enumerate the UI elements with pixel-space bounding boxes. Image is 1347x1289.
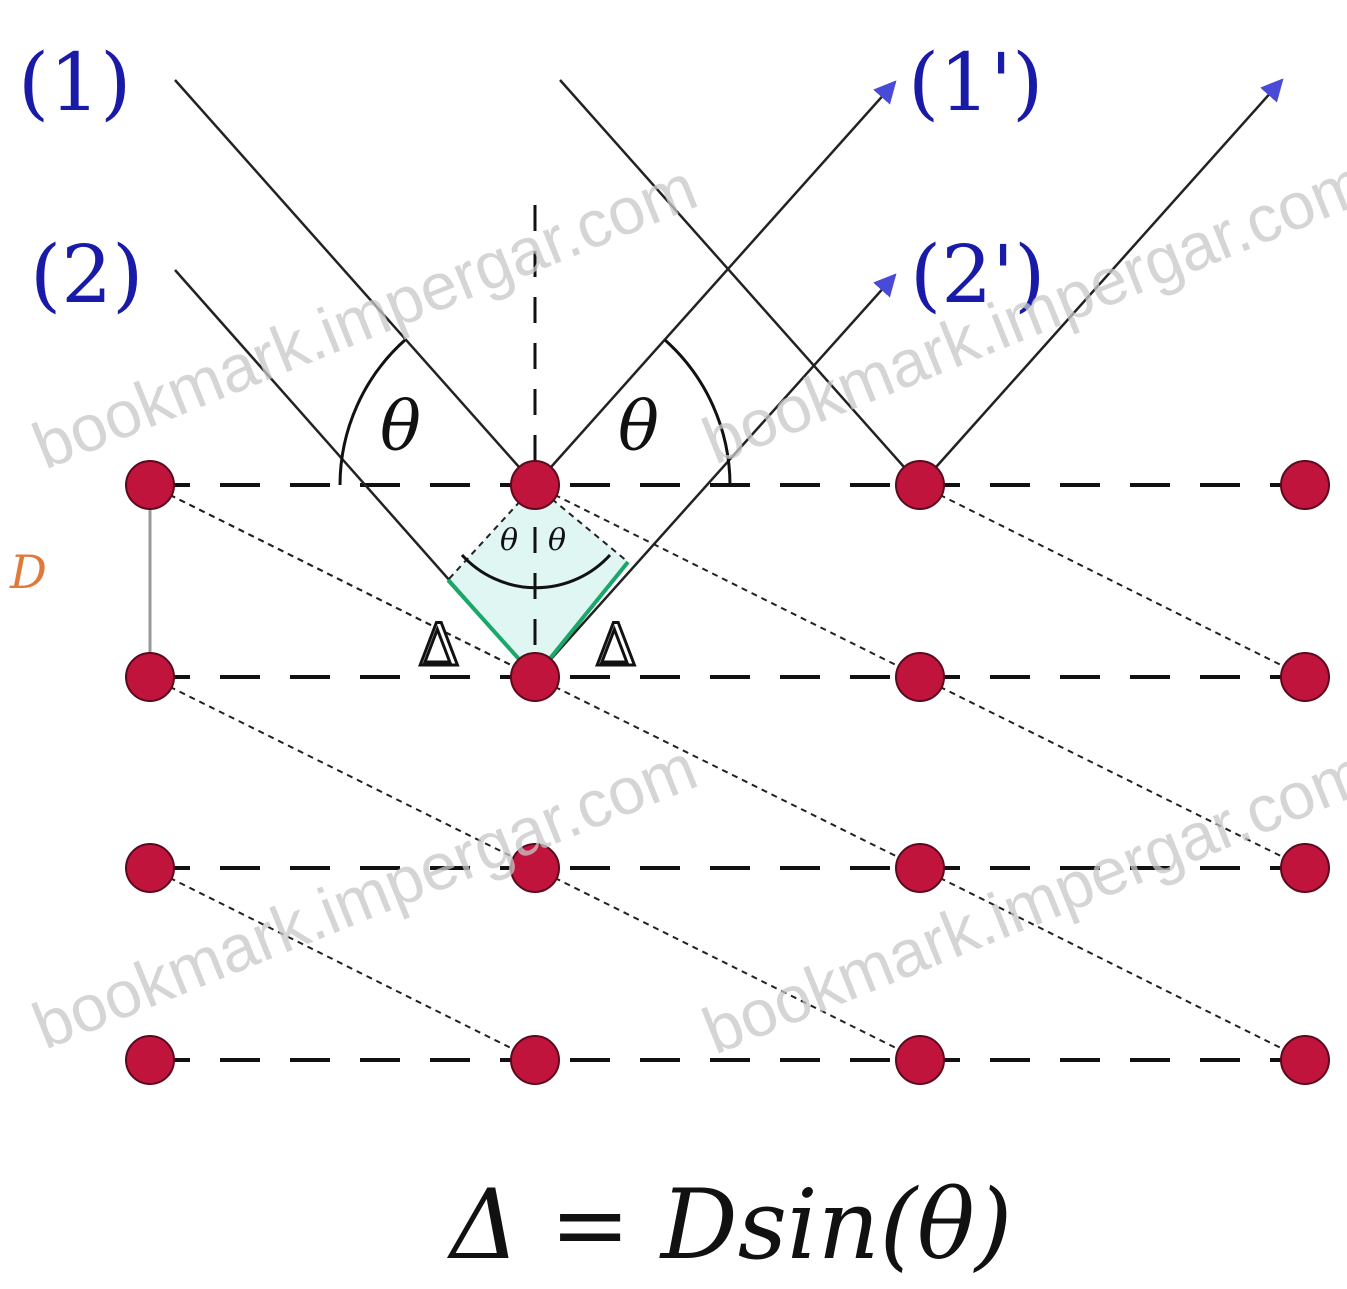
- reflected-ray-1: [534, 80, 897, 486]
- delta-label-right: Δ: [595, 611, 637, 679]
- lattice-atom: [1280, 1035, 1330, 1085]
- diagonal-line: [534, 484, 921, 678]
- diagonal-line: [149, 484, 536, 678]
- lattice-atom: [1280, 460, 1330, 510]
- lattice-atom: [510, 1035, 560, 1085]
- diagonal-line: [919, 867, 1306, 1061]
- theta-label-small-right: θ: [548, 523, 566, 558]
- reflected-ray-3: [919, 78, 1284, 486]
- reflected-ray-1-label: (1'): [908, 36, 1043, 129]
- lattice-atom: [895, 1035, 945, 1085]
- incident-ray-2-label: (2): [30, 228, 143, 321]
- incident-ray-1-label: (1): [18, 36, 131, 129]
- atoms: [125, 460, 1330, 1085]
- lattice-atom: [510, 460, 560, 510]
- reflected-ray-2: [534, 273, 897, 678]
- angle-arc-incident: [338, 338, 407, 486]
- theta-label-incident: θ: [380, 388, 421, 467]
- lattice-atom: [510, 843, 560, 893]
- lattice-atom: [895, 843, 945, 893]
- angle-arc-reflected: [663, 338, 732, 486]
- diagonal-line: [919, 676, 1306, 869]
- incident-ray-1: [174, 79, 536, 486]
- diagonal-line: [534, 676, 921, 869]
- lattice-atom: [125, 1035, 175, 1085]
- angle-arcs: [338, 338, 732, 590]
- diagonal-lattice-lines: [149, 484, 1306, 1061]
- theta-label-reflected: θ: [618, 388, 659, 467]
- lattice-atom: [895, 652, 945, 702]
- spacing-label: D: [9, 545, 47, 599]
- lattice-atom: [1280, 652, 1330, 702]
- lattice-atom: [1280, 843, 1330, 893]
- bragg-formula: Δ = Dsin(θ): [446, 1169, 1012, 1281]
- lattice-atom: [895, 460, 945, 510]
- reflected-ray-2-label: (2'): [910, 228, 1045, 321]
- incident-ray-3: [559, 79, 921, 486]
- lattice-atom: [510, 652, 560, 702]
- delta-label-left: Δ: [418, 611, 460, 679]
- lattice-atom: [125, 843, 175, 893]
- perpendicular-out: [534, 484, 629, 563]
- diagonal-line: [149, 867, 536, 1061]
- diagonal-line: [534, 867, 921, 1061]
- rays: [174, 78, 1284, 678]
- theta-label-small-left: θ: [500, 523, 518, 558]
- diagonal-line: [919, 484, 1306, 678]
- lattice-atom: [125, 460, 175, 510]
- angle-arc-small: [460, 553, 612, 590]
- lattice-atom: [125, 652, 175, 702]
- diagonal-line: [149, 676, 536, 869]
